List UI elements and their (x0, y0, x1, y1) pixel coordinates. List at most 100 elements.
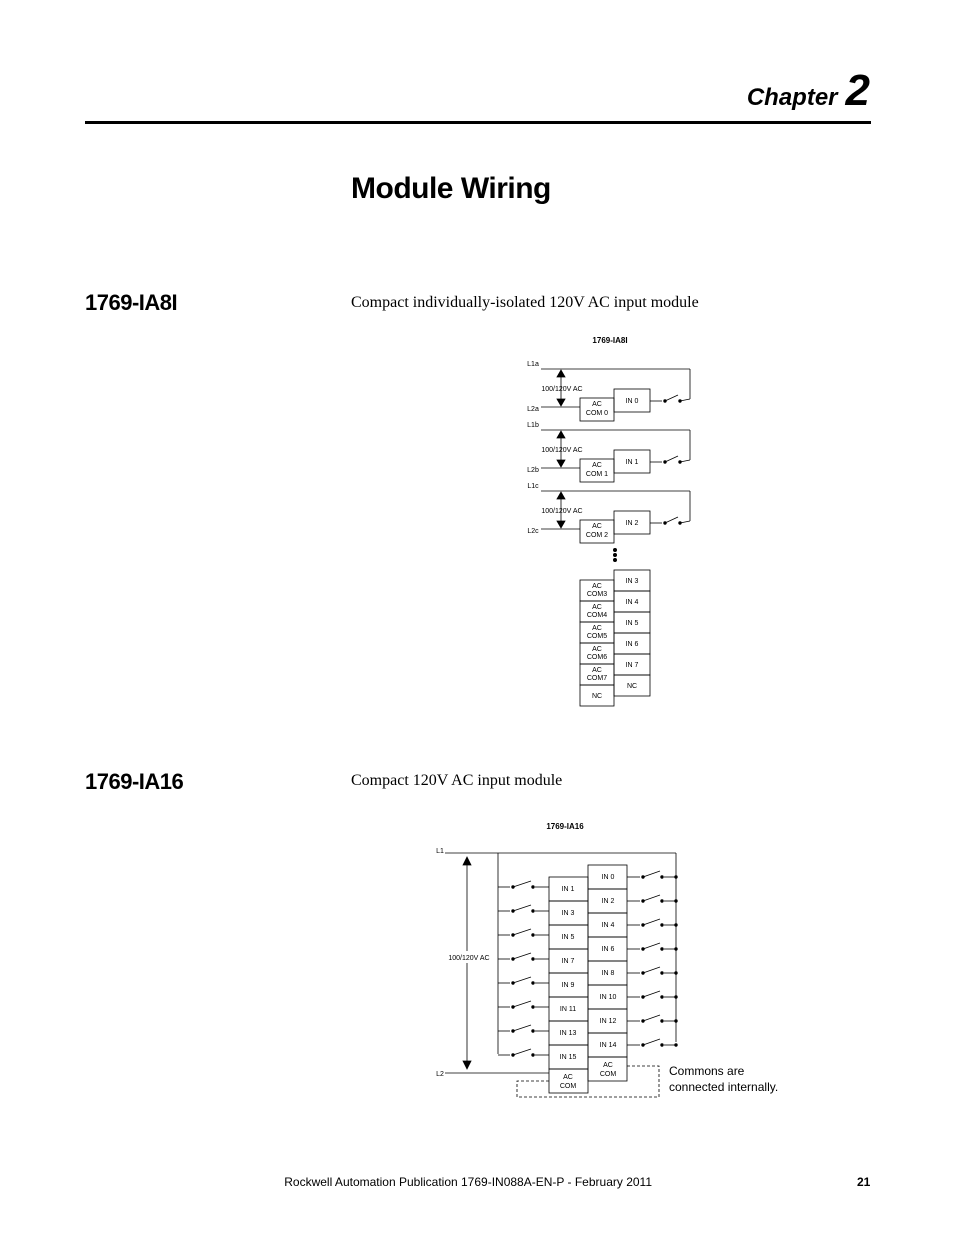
ia8i-line-label: L2a (527, 406, 539, 413)
ia8i-right-terminal-label: IN 4 (626, 599, 639, 606)
ia16-right-switch-blade (642, 990, 661, 998)
ia16-right-bus-node (674, 947, 678, 951)
ia16-l1-label: L1 (436, 848, 444, 855)
ia16-right-switch-blade (642, 942, 661, 950)
ia16-l2-label: L2 (436, 1071, 444, 1078)
ia8i-continuation-dot (613, 548, 618, 553)
ia8i-arrow-head-up (556, 491, 566, 500)
ia16-right-switch-contact-b (660, 1043, 664, 1047)
ia8i-right-terminal-label: NC (627, 683, 637, 690)
ia8i-input-label: IN 2 (626, 520, 639, 527)
ia8i-input-terminal (613, 388, 651, 413)
ia16-left-terminal-label: IN 11 (560, 1006, 576, 1013)
ia16-left-terminal-label: IN 15 (560, 1054, 577, 1061)
ia16-left-switch-contact-b (531, 933, 535, 937)
ia16-note-line2: connected internally. (669, 1080, 778, 1094)
ia16-right-bus-node (674, 1019, 678, 1023)
ia8i-ac-label: AC (592, 462, 602, 469)
ia8i-left-terminal-line1: AC (592, 625, 602, 632)
ia16-right-ac-com (587, 1056, 628, 1082)
ia8i-left-terminal-line1: AC (592, 604, 602, 611)
ia8i-right-terminal-label: IN 6 (626, 641, 639, 648)
ia8i-left-terminal-line2: COM5 (587, 633, 607, 640)
ia8i-com-label: COM 0 (586, 410, 608, 417)
ia8i-left-terminal-line2: COM6 (587, 654, 607, 661)
ia8i-switch-wire (679, 398, 691, 402)
ia16-right-bus-node (674, 899, 678, 903)
ia16-right-switch-contact-b (660, 947, 664, 951)
ia16-right-bus-node (674, 923, 678, 927)
ia16-right-switch-blade (642, 870, 661, 878)
ia8i-continuation-dot (613, 558, 618, 563)
ia8i-input-terminal (613, 510, 651, 535)
ia8i-com-label: COM 1 (586, 471, 608, 478)
ia8i-voltage-label: 100/120V AC (541, 447, 582, 454)
ia8i-right-terminal (613, 674, 651, 697)
ia16-left-switch-contact-b (531, 885, 535, 889)
ia8i-voltage-label: 100/120V AC (541, 508, 582, 515)
ia8i-input-terminal (613, 449, 651, 474)
ia16-voltage-label-bg (447, 951, 491, 963)
ia16-right-switch-contact-b (660, 899, 664, 903)
ia8i-right-terminal-label: IN 5 (626, 620, 639, 627)
ia16-voltage-label: 100/120V AC (448, 955, 489, 962)
ia16-right-switch-blade (642, 1038, 661, 1046)
ia8i-left-terminal-line2: COM4 (587, 612, 607, 619)
ia8i-line-label: L1a (527, 361, 539, 368)
ia16-right-terminal-label: IN 6 (602, 946, 615, 953)
ia16-right-terminal-label: IN 10 (600, 994, 617, 1001)
ia8i-left-terminal-line1: NC (592, 693, 602, 700)
ia8i-left-terminal-line1: AC (592, 646, 602, 653)
ia16-diagram-title: 1769-IA16 (546, 822, 584, 831)
ia16-right-com-line1: AC (603, 1062, 613, 1069)
ia16-left-com-line1: AC (563, 1074, 573, 1081)
ia16-right-switch-contact-b (660, 995, 664, 999)
ia8i-line-label: L2c (527, 528, 539, 535)
ia16-arrow-head-down (462, 1060, 472, 1070)
ia8i-switch-wire (679, 459, 691, 463)
ia8i-left-terminal-line2: COM3 (587, 591, 607, 598)
ia16-left-switch-blade (512, 1024, 532, 1032)
ia16-right-switch-blade (642, 918, 661, 926)
ia16-right-bus-node (674, 995, 678, 999)
ia16-right-com-line2: COM (600, 1071, 617, 1078)
page-title: Module Wiring (351, 172, 551, 205)
ia16-left-switch-contact-b (531, 909, 535, 913)
ia8i-arrow-head-down (556, 459, 566, 468)
ia8i-arrow-head-down (556, 520, 566, 529)
section-description-ia16: Compact 120V AC input module (351, 772, 563, 789)
ia16-left-switch-contact-b (531, 957, 535, 961)
ia8i-input-label: IN 1 (626, 459, 639, 466)
ia16-left-switch-blade (512, 1000, 532, 1008)
ia8i-left-terminal-line1: AC (592, 667, 602, 674)
ia16-left-switch-blade (512, 880, 532, 888)
ia16-left-switch-contact-b (531, 1005, 535, 1009)
ia16-right-terminal-label: IN 4 (602, 922, 615, 929)
ia16-right-terminal-label: IN 14 (600, 1042, 617, 1049)
ia16-right-switch-contact-b (660, 875, 664, 879)
ia16-left-switch-blade (512, 976, 532, 984)
ia16-left-terminal-label: IN 13 (560, 1030, 577, 1037)
ia16-note-line1: Commons are (669, 1064, 745, 1078)
ia8i-left-terminal-line1: AC (592, 583, 602, 590)
ia8i-switch-wire (679, 520, 691, 524)
header-rule (85, 121, 871, 124)
ia16-left-terminal-label: IN 7 (562, 958, 575, 965)
ia8i-arrow-head-down (556, 398, 566, 407)
ia16-right-bus-node (674, 875, 678, 879)
section-heading-ia16: 1769-IA16 (85, 769, 184, 794)
chapter-number: 2 (845, 66, 870, 115)
ia8i-ac-label: AC (592, 401, 602, 408)
ia16-right-switch-contact-b (660, 971, 664, 975)
ia16-left-com-line2: COM (560, 1083, 577, 1090)
ia8i-input-switch-blade (664, 394, 679, 402)
ia16-left-switch-contact-b (531, 981, 535, 985)
ia16-right-terminal-label: IN 2 (602, 898, 615, 905)
ia16-left-switch-blade (512, 952, 532, 960)
ia8i-line-label: L2b (527, 467, 539, 474)
ia16-right-terminal-label: IN 8 (602, 970, 615, 977)
footer-page-number: 21 (857, 1175, 871, 1189)
ia8i-line-label: L1b (527, 422, 539, 429)
ia16-right-terminal-label: IN 12 (600, 1018, 617, 1025)
